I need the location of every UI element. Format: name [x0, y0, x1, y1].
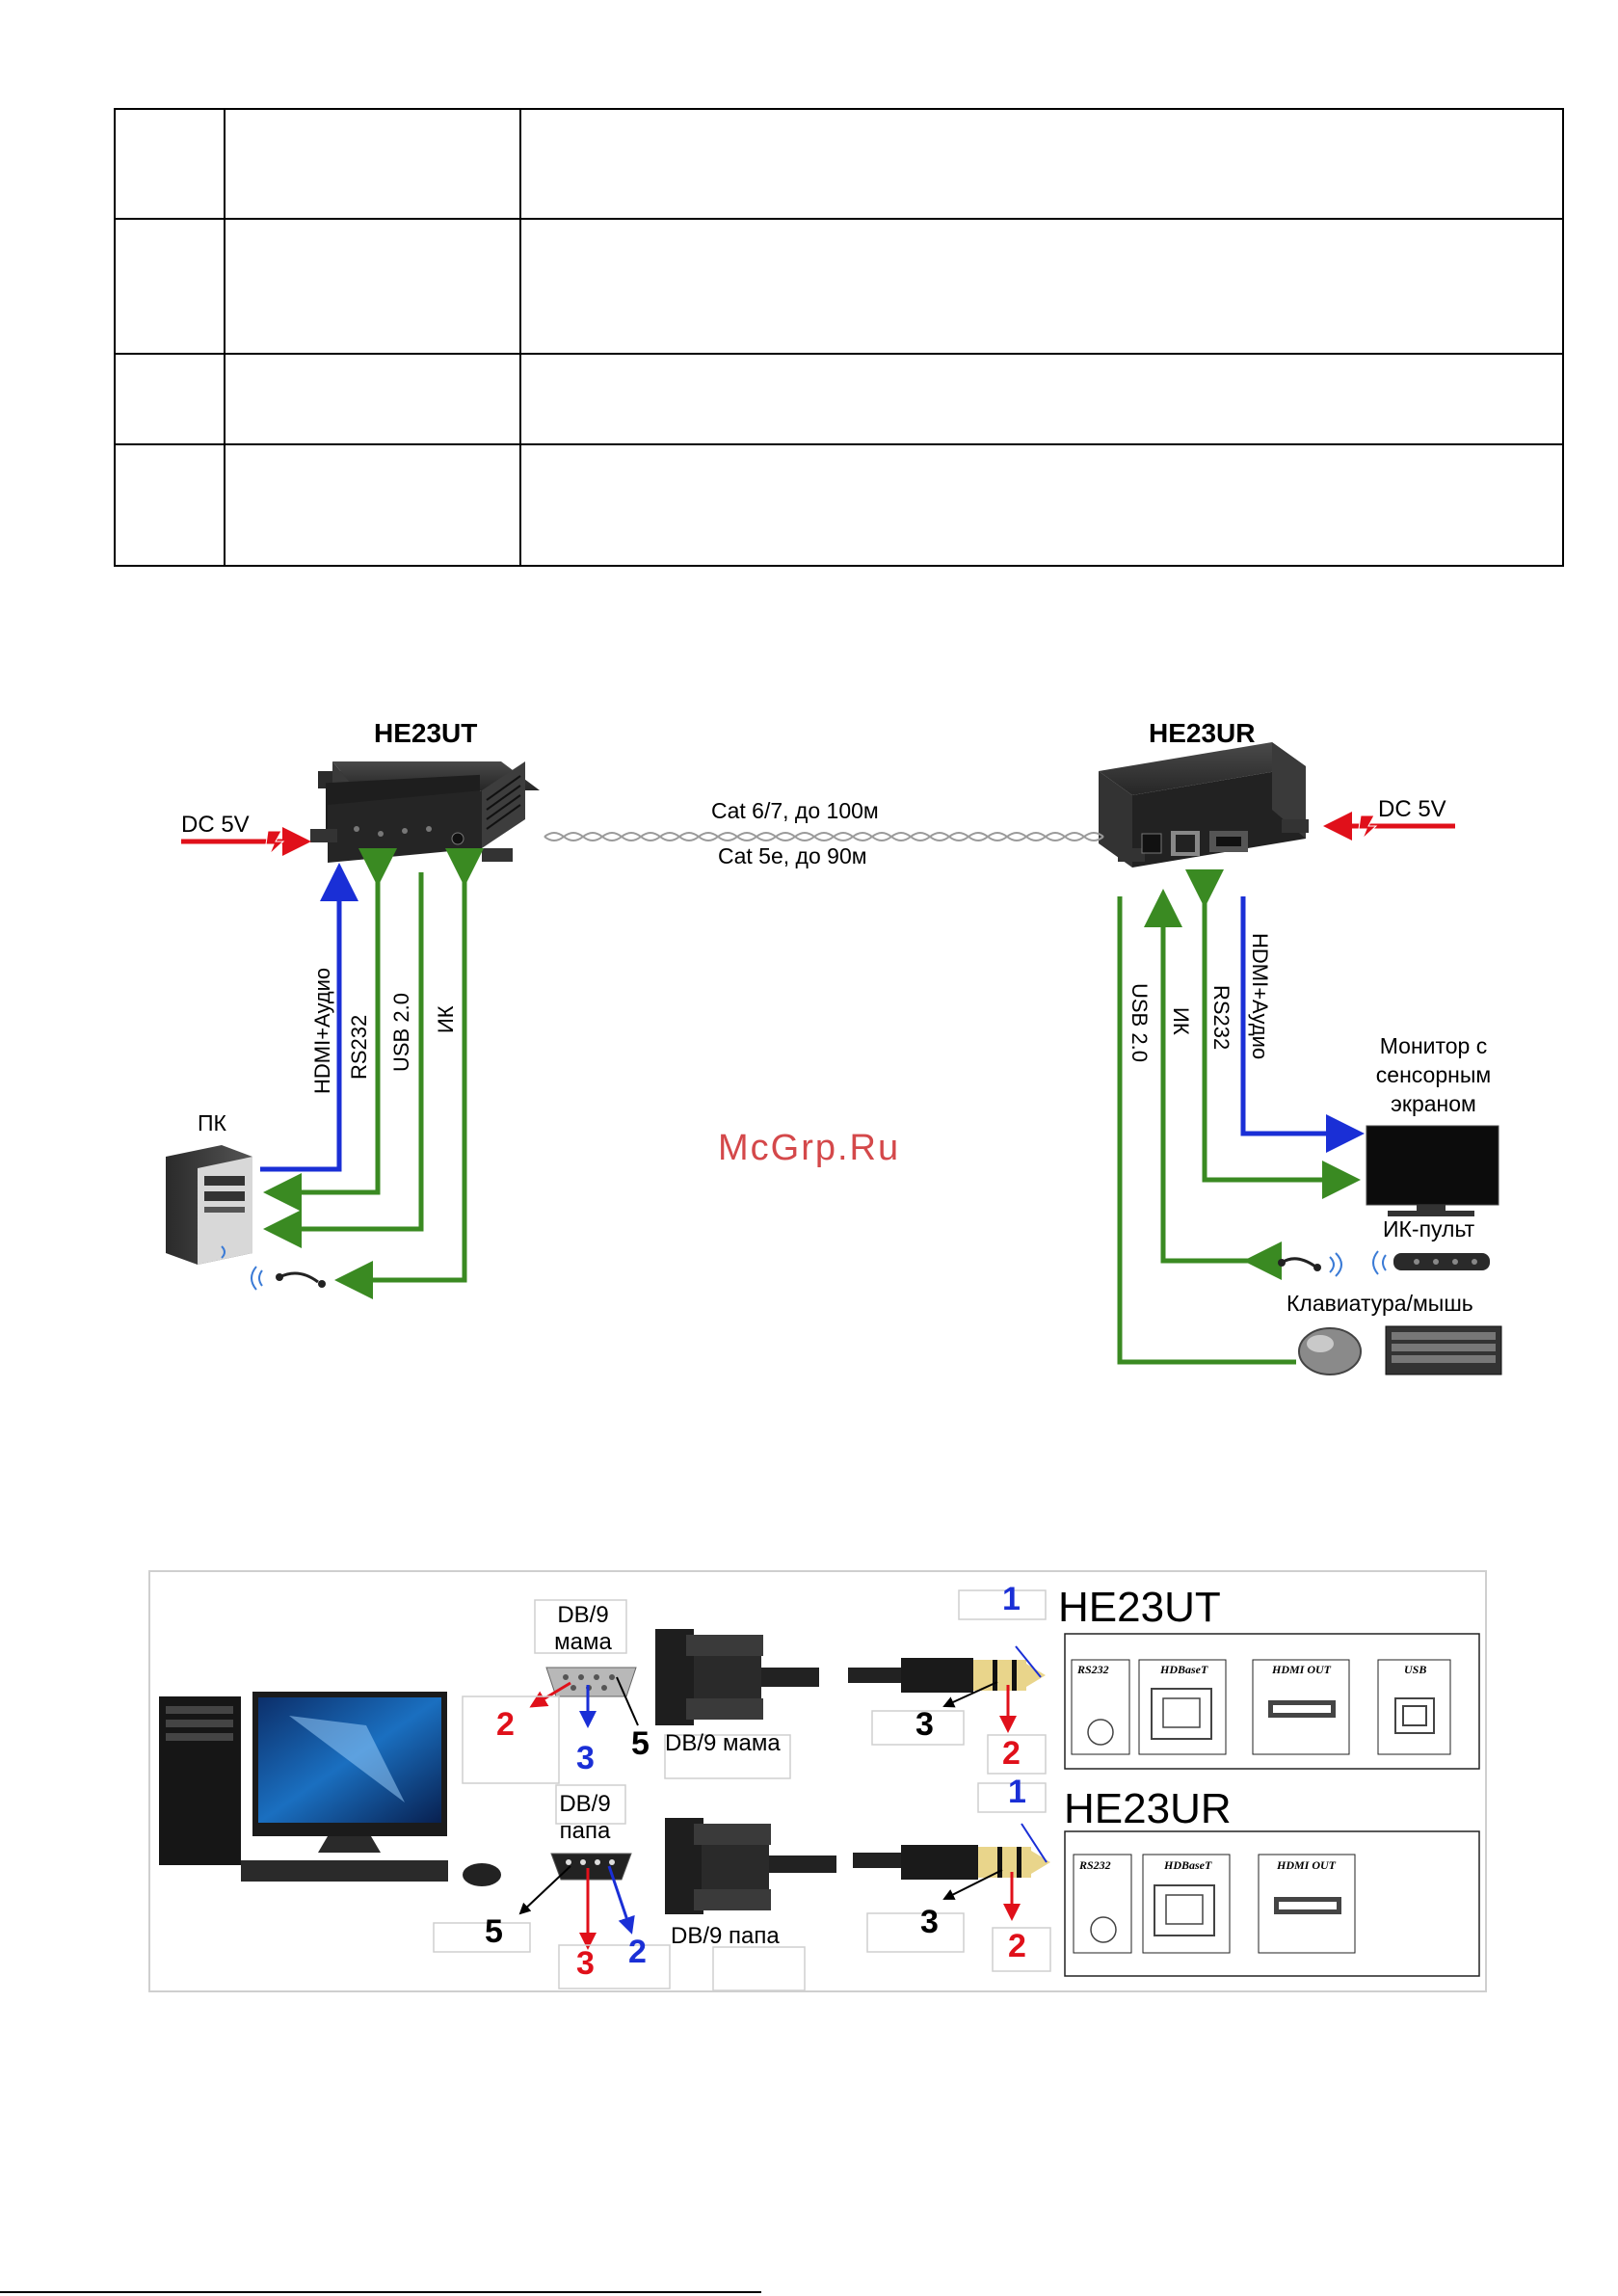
db9-female-caption: DB/9 мама: [665, 1730, 781, 1756]
male-pin-5: 5: [485, 1913, 503, 1950]
mouse-icon: [1298, 1327, 1362, 1375]
jack-cable-ur-icon: [853, 1823, 1050, 1921]
ut-back-panel: [1064, 1633, 1480, 1770]
table-row: [114, 353, 1564, 445]
touch-monitor-icon: [1366, 1125, 1499, 1216]
db9-male-connector-icon: [518, 1853, 635, 1950]
transmitter-title: HE23UT: [374, 718, 478, 748]
dc-label-left: DC 5V: [181, 812, 250, 838]
keyboard-icon: [1385, 1325, 1502, 1375]
ut-port-hdbaset: HDBaseT: [1160, 1663, 1208, 1676]
dc-power-arrow-left: [181, 827, 311, 856]
signal-label-usb-right: USB 2.0: [1127, 983, 1152, 1062]
db9-female-cable-icon: [655, 1629, 819, 1725]
cable-label-top: Cat 6/7, до 100м: [711, 798, 879, 823]
receiver-device: [1099, 742, 1309, 868]
table-cell: [114, 218, 225, 355]
dc-power-arrow-right: [1323, 812, 1455, 841]
ut-port-rs232: RS232: [1077, 1663, 1109, 1676]
ur-jack-pin-3: 3: [920, 1904, 939, 1940]
table-cell: [114, 353, 225, 445]
left-signal-lines: [260, 848, 484, 1299]
ur-title: HE23UR: [1064, 1785, 1232, 1832]
ut-jack-pin-3: 3: [915, 1706, 934, 1743]
pc-label: ПК: [198, 1110, 226, 1135]
transmitter-device: [310, 761, 540, 863]
watermark: McGrp.Ru: [718, 1128, 901, 1168]
table-cell: [114, 443, 225, 567]
signal-label-rs232-right: RS232: [1209, 985, 1233, 1051]
table-cell: [114, 108, 225, 220]
spec-table: [114, 108, 1564, 567]
ur-port-hdmi-out: HDMI OUT: [1277, 1858, 1337, 1872]
ut-jack-pin-2: 2: [1002, 1735, 1021, 1772]
ur-jack-pin-1: 1: [1008, 1774, 1026, 1810]
db9-female-label: DB/9 мама: [554, 1602, 612, 1655]
table-cell: [224, 108, 521, 220]
cable-label-bottom: Cat 5e, до 90м: [718, 843, 867, 868]
table-cell: [224, 353, 521, 445]
db9-male-caption: DB/9 папа: [671, 1923, 780, 1949]
ir-sensor-icon: [1278, 1252, 1342, 1277]
table-cell: [519, 443, 1564, 567]
ut-port-usb: USB: [1404, 1663, 1427, 1676]
table-row: [114, 108, 1564, 220]
keyboard-mouse-label: Клавиатура/мышь: [1286, 1291, 1473, 1316]
table-cell: [519, 108, 1564, 220]
pc-tower-icon: [166, 1145, 252, 1265]
dc-label-right: DC 5V: [1378, 796, 1446, 822]
table-row: [114, 218, 1564, 355]
female-pin-3: 3: [576, 1740, 595, 1776]
table-cell: [519, 218, 1564, 355]
signal-label-rs232-left: RS232: [347, 1014, 371, 1080]
db9-male-cable-icon: [665, 1818, 836, 1914]
ut-port-hdmi-out: HDMI OUT: [1272, 1663, 1332, 1676]
db9-male-label: DB/9 папа: [559, 1791, 611, 1844]
table-row: [114, 443, 1564, 567]
table-cell: [224, 443, 521, 567]
female-pin-5: 5: [631, 1725, 650, 1762]
signal-label-hdmi-right: HDMI+Аудио: [1248, 933, 1272, 1060]
label-boxes: [433, 1589, 1051, 1991]
signal-label-usb-left: USB 2.0: [389, 993, 413, 1072]
ir-remote-label: ИК-пульт: [1383, 1216, 1475, 1241]
signal-label-hdmi-left: HDMI+Аудио: [310, 967, 334, 1094]
ur-jack-pin-2: 2: [1008, 1928, 1026, 1964]
ir-remote-icon: [1372, 1250, 1490, 1275]
jack-cable-ut-icon: [848, 1645, 1046, 1733]
db9-female-connector-icon: [529, 1667, 639, 1728]
ur-port-rs232: RS232: [1079, 1858, 1111, 1872]
female-pin-2: 2: [496, 1706, 515, 1743]
male-pin-2: 2: [628, 1934, 647, 1970]
ur-back-panel: [1064, 1830, 1480, 1977]
ur-port-hdbaset: HDBaseT: [1164, 1858, 1212, 1872]
ir-receiver-icon: [221, 1245, 326, 1291]
cat-cable: [544, 832, 1104, 841]
receiver-title: HE23UR: [1149, 718, 1256, 748]
signal-label-ir-right: ИК: [1169, 1007, 1193, 1035]
table-cell: [224, 218, 521, 355]
signal-label-ir-left: ИК: [434, 1005, 458, 1033]
male-pin-3: 3: [576, 1945, 595, 1982]
ut-jack-pin-1: 1: [1002, 1581, 1021, 1617]
ut-title: HE23UT: [1058, 1584, 1221, 1631]
monitor-label: Монитор с сенсорным экраном: [1375, 1033, 1492, 1116]
right-signal-lines: [1117, 869, 1365, 1365]
desktop-computer-icon: [159, 1692, 501, 1886]
table-cell: [519, 353, 1564, 445]
